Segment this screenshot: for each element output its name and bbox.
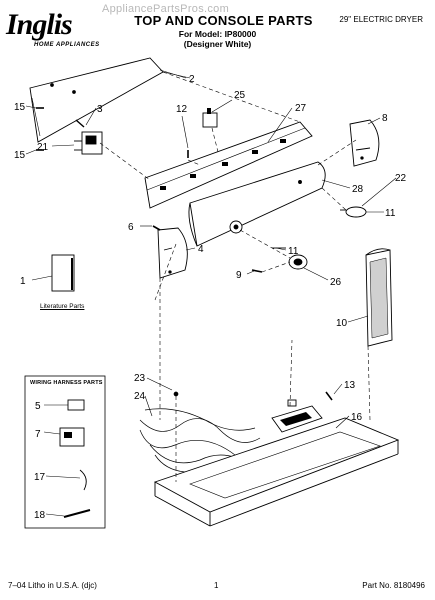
callout-9: 9 (236, 270, 242, 281)
callout-4: 4 (198, 244, 204, 255)
callout-2: 2 (189, 74, 195, 85)
part-top-panel (153, 399, 400, 527)
part-knob-center (272, 247, 308, 270)
part-end-cap-right (349, 119, 380, 167)
callout-27: 27 (295, 103, 307, 114)
wiring-harness-box (24, 375, 106, 529)
harness-parts (59, 399, 91, 518)
part-screw-9 (251, 269, 263, 273)
leader-lines (25, 69, 397, 517)
callout-6: 6 (128, 222, 134, 233)
literature-label: Literature Parts (40, 303, 85, 310)
part-knob-right (340, 206, 367, 218)
callout-1: 1 (20, 276, 26, 287)
callout-10: 10 (336, 318, 348, 329)
watermark: AppliancePartsPros.com (102, 3, 230, 15)
part-switch (202, 108, 218, 128)
callout-24: 24 (134, 391, 146, 402)
part-screws (36, 107, 44, 151)
page-title: TOP AND CONSOLE PARTS (0, 13, 435, 28)
assembly-lines (99, 71, 371, 482)
callout-17: 17 (34, 472, 46, 483)
callout-26: 26 (330, 277, 342, 288)
part-screw-13 (325, 391, 333, 401)
part-literature (51, 254, 75, 292)
part-console-panel (188, 161, 326, 247)
footer-litho: 7–04 Litho in U.S.A. (djc) (8, 581, 97, 590)
callout-21: 21 (37, 142, 49, 153)
callout-15: 15 (14, 150, 26, 161)
callout-numbers: 1234567891011111213151516171821222324252… (14, 74, 407, 521)
callout-22: 22 (395, 173, 407, 184)
part-screw-6 (152, 225, 161, 231)
callout-12: 12 (176, 104, 188, 115)
callout-5: 5 (35, 401, 41, 412)
wiring-harness-label: WIRING HARNESS PARTS (30, 380, 103, 386)
footer-page-number: 1 (214, 581, 219, 590)
callout-8: 8 (382, 113, 388, 124)
part-console-bracket (144, 121, 313, 209)
variant-line: (Designer White) (183, 39, 252, 49)
brand-subtitle: HOME APPLIANCES (34, 42, 100, 48)
callout-7: 7 (35, 429, 41, 440)
part-lint-screen (365, 248, 393, 347)
callout-16: 16 (351, 412, 363, 423)
product-type: 29" ELECTRIC DRYER (339, 15, 423, 24)
footer-part-number: Part No. 8180496 (362, 581, 425, 590)
callout-13: 13 (344, 380, 356, 391)
callout-11: 11 (385, 208, 396, 219)
callout-11: 11 (288, 246, 299, 257)
part-rear-panel (29, 57, 191, 143)
callout-25: 25 (234, 90, 246, 101)
callout-3: 3 (97, 104, 103, 115)
model-line: For Model: IP80000 (178, 29, 257, 39)
brand-logo: Inglis (6, 8, 73, 41)
callout-15: 15 (14, 102, 26, 113)
callout-23: 23 (134, 373, 146, 384)
part-timer (74, 119, 103, 155)
page-title-text: TOP AND CONSOLE PARTS (134, 13, 313, 28)
callout-18: 18 (34, 510, 46, 521)
callout-28: 28 (352, 184, 364, 195)
